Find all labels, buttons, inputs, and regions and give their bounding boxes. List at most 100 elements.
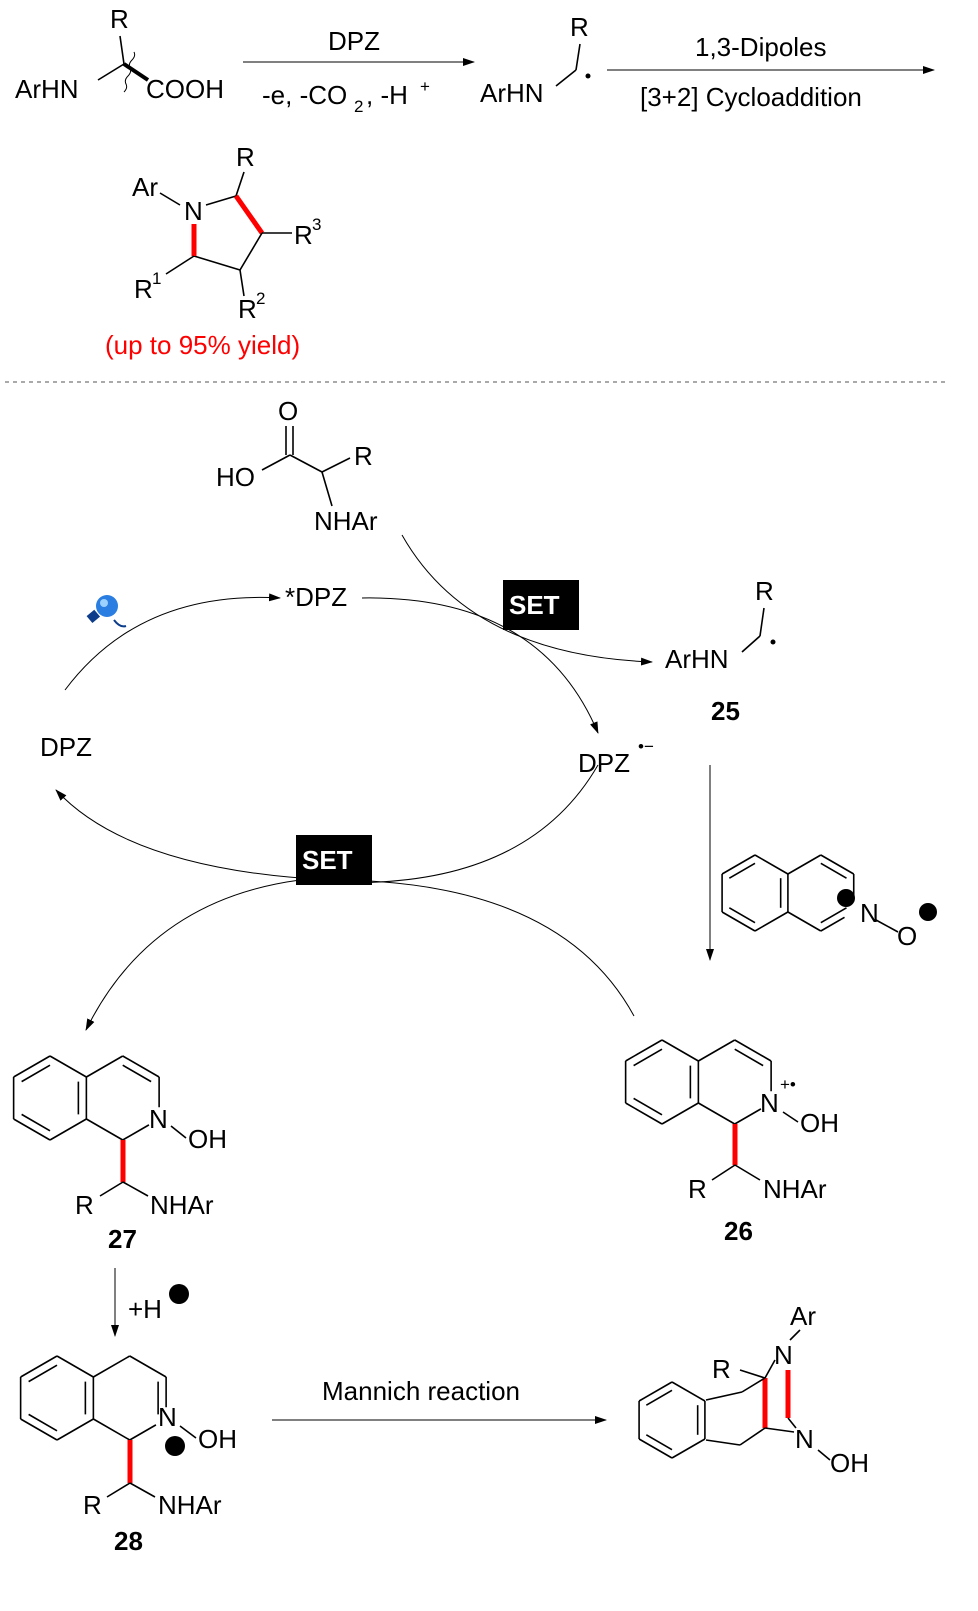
- nhar-label: NHAr: [314, 506, 378, 536]
- bond: [787, 854, 822, 875]
- n-label: N: [760, 1088, 779, 1118]
- r-label: R: [75, 1190, 94, 1220]
- oh-label: OH: [188, 1124, 227, 1154]
- arhn-label: ArHN: [480, 78, 544, 108]
- bond: [28, 1413, 58, 1432]
- bond: [820, 854, 855, 875]
- set-badge-2: [296, 835, 372, 885]
- bond: [645, 1434, 673, 1451]
- intermediate-28: N OH + R NHAr 28: [83, 1402, 237, 1556]
- r-label: R: [83, 1490, 102, 1520]
- superscript: 1: [152, 269, 161, 288]
- bond: [20, 1355, 58, 1378]
- set-label-1: SET: [509, 590, 560, 620]
- yield-annotation: (up to 95% yield): [105, 330, 300, 360]
- cooh-label: COOH: [146, 74, 224, 104]
- bond: [13, 1118, 51, 1141]
- bond: [697, 1102, 736, 1125]
- bond: [122, 1124, 150, 1141]
- superscript: 2: [256, 289, 265, 308]
- r-label: R: [755, 576, 774, 606]
- bond: [85, 1055, 124, 1078]
- bond: [697, 1039, 736, 1062]
- isoquinoline-n-oxide: N O + −: [837, 889, 937, 951]
- bicyclic-product: Ar N R N OH: [705, 1301, 869, 1478]
- bond: [56, 1355, 94, 1378]
- bond: [129, 1424, 157, 1441]
- nhar-label: NHAr: [158, 1490, 222, 1520]
- plus-charge: +: [168, 1438, 178, 1457]
- minus-charge: −: [922, 903, 932, 922]
- cycle-arrow-excitation: [64, 593, 281, 691]
- bond: [129, 1355, 167, 1378]
- cycle-arrow-set: [361, 597, 599, 734]
- photocatalyst-radical-anion: DPZ: [578, 748, 630, 778]
- nhar-label: NHAr: [763, 1174, 827, 1204]
- bond: [625, 1102, 663, 1125]
- r2-label: R: [238, 294, 257, 324]
- bond: [787, 911, 822, 932]
- bond: [754, 911, 789, 932]
- amino-acid-substrate: R ArHN COOH: [15, 4, 224, 104]
- bond: [728, 907, 756, 924]
- arhn-label: ArHN: [15, 74, 79, 104]
- pyrrolidine-product: Ar N R R 3 R 1 R 2 (up to 95% yield): [105, 142, 321, 360]
- bond: [721, 854, 756, 875]
- bond: [20, 1418, 58, 1441]
- bond: [633, 1048, 663, 1067]
- n-label: N: [795, 1424, 814, 1454]
- set-badge-1: [503, 580, 579, 630]
- mannich-label: Mannich reaction: [322, 1376, 520, 1406]
- radical-cation-mark: +•: [780, 1075, 796, 1094]
- bond: [92, 1355, 131, 1378]
- n-label: N: [184, 196, 203, 226]
- plus-charge: +: [172, 1286, 182, 1305]
- ar-label: Ar: [132, 172, 158, 202]
- bond: [754, 854, 789, 875]
- bond: [820, 862, 847, 879]
- r-label: R: [236, 142, 255, 172]
- conditions-text: -e, -CO: [262, 80, 347, 110]
- bond: [28, 1364, 58, 1383]
- reagent-dpz: DPZ: [328, 26, 380, 56]
- bond: [56, 1418, 94, 1441]
- bond: [721, 911, 756, 932]
- amino-acid-reactant: O HO R NHAr: [216, 396, 378, 536]
- bond: [122, 1064, 152, 1083]
- r-label: R: [110, 4, 129, 34]
- radical-25: R ArHN 25: [665, 576, 776, 726]
- subscript: 2: [354, 97, 363, 116]
- superscript: •−: [638, 737, 654, 756]
- n-label: N: [158, 1402, 177, 1432]
- reagent-dipoles: 1,3-Dipoles: [695, 32, 827, 62]
- bond: [21, 1064, 51, 1083]
- bond: [671, 1438, 706, 1459]
- conditions-text-2: , -H: [366, 80, 408, 110]
- intermediate-27: N OH R NHAr 27: [75, 1104, 227, 1254]
- oh-label: OH: [198, 1424, 237, 1454]
- n-label: N: [149, 1104, 168, 1134]
- r1-label: R: [134, 274, 153, 304]
- bond: [85, 1118, 124, 1141]
- bond: [633, 1097, 663, 1116]
- bond: [645, 1389, 673, 1406]
- compound-number: 26: [724, 1216, 753, 1246]
- lightbulb-icon: [86, 595, 127, 628]
- r-label: R: [712, 1354, 731, 1384]
- compound-number: 27: [108, 1224, 137, 1254]
- bond: [13, 1055, 51, 1078]
- bond: [734, 1048, 764, 1067]
- arrow-to-radical: [401, 534, 653, 666]
- bond: [638, 1438, 673, 1459]
- bond: [625, 1039, 663, 1062]
- r-label: R: [570, 12, 589, 42]
- bond: [661, 1102, 699, 1125]
- bond: [49, 1055, 87, 1078]
- ho-label: HO: [216, 462, 255, 492]
- r-label: R: [688, 1174, 707, 1204]
- ground-photocatalyst: DPZ: [40, 732, 92, 762]
- bond: [820, 916, 845, 932]
- n-label: N: [774, 1340, 793, 1370]
- set-label-2: SET: [302, 845, 353, 875]
